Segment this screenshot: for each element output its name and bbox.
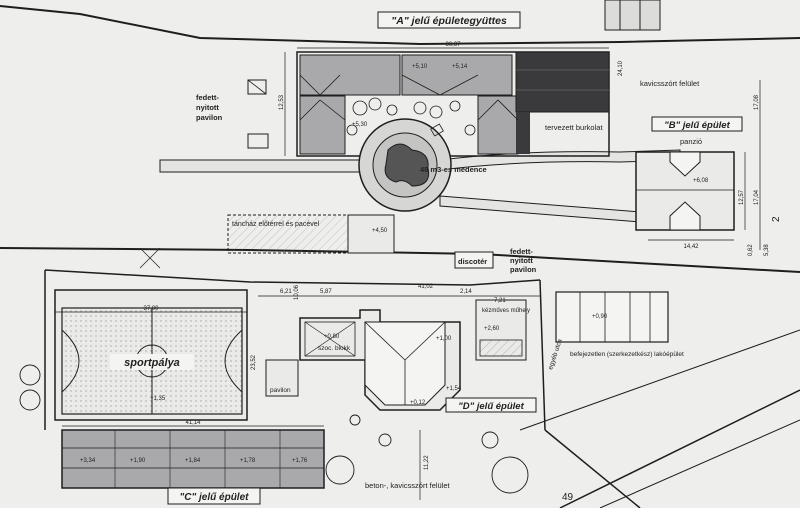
dim-c-l1: +3,34 [80, 458, 96, 464]
dim-a-width: 36,37 [445, 42, 461, 48]
dim-d-level2: +1,00 [436, 336, 452, 342]
dim-row-2-14: 2,14 [460, 289, 472, 295]
dim-util-level: +2,60 [484, 326, 500, 332]
dim-d-level3: +1,54 [446, 386, 462, 392]
label-terrace: szoc. blokk [318, 345, 351, 352]
disco-box [454, 251, 494, 269]
trees [19, 364, 529, 494]
dim-row-5-87: 5,87 [320, 289, 332, 295]
paving-area [515, 51, 610, 113]
dance-hall-annex [347, 214, 395, 254]
label-north-mark: 2 [771, 216, 782, 222]
label-c-building: "C" jelű épület [167, 487, 261, 505]
dance-hall [227, 214, 349, 254]
svg-text:"A" jelű épületegyüttes: "A" jelű épületegyüttes [391, 15, 507, 27]
label-pavilion-small: pavilon [270, 387, 291, 394]
road-edge-right [519, 329, 800, 431]
label-gravel-top: kavicsszórt felület [640, 79, 700, 88]
dim-row-10-06: 10,06 [294, 284, 300, 300]
plot-boundary-top [0, 5, 800, 46]
dim-a-right: 24,10 [618, 60, 624, 76]
dim-b-width: 14,42 [683, 244, 699, 250]
road-top-right [604, 0, 661, 31]
label-pavilion-mid-2: nyitott [510, 256, 533, 265]
dim-a-d3: +5,14 [452, 64, 468, 70]
residential-building [555, 291, 669, 343]
label-gravel-bottom: beton-, kavicsszórt felület [365, 481, 451, 490]
label-sports: sportpálya [110, 354, 194, 370]
label-residential: befejezetlen (szerkezetkész) lakóépület [570, 351, 684, 358]
dim-c-l4: +1,78 [240, 458, 256, 464]
building-d [299, 309, 461, 411]
dim-a-h2: 17,08 [754, 94, 760, 110]
dim-c-l3: +1,84 [185, 458, 201, 464]
dim-c-l2: +1,90 [130, 458, 146, 464]
pavilion-top [247, 79, 267, 95]
label-pavilion-top-2: nyitott [196, 103, 219, 112]
driveway-left [159, 159, 361, 173]
label-paved: tervezett burkolat [545, 123, 603, 132]
label-dancehall: táncház előtérrel és pacével [232, 221, 320, 228]
dim-res-level: +0,90 [592, 314, 608, 320]
label-utility: kézműves műhely [482, 308, 530, 314]
building-a-complex [296, 51, 610, 157]
dim-b-small: 5,38 [764, 244, 770, 256]
label-b-building: "B" jelű épület [651, 116, 743, 132]
building-b [635, 151, 735, 231]
dimension-lines [55, 47, 761, 500]
label-panzio: panzió [680, 137, 702, 146]
dim-a-h1: 12,53 [279, 94, 285, 110]
dim-row-6-21: 6,21 [280, 289, 292, 295]
label-pavilion-mid-1: fedett- [510, 247, 533, 256]
label-pavilion-top-1: fedett- [196, 93, 219, 102]
dim-d-level1: +0,80 [324, 334, 340, 340]
dim-sp-h: 23,52 [251, 354, 257, 370]
label-pavilion-top-3: pavilon [196, 113, 223, 122]
pavilion-small [265, 359, 299, 397]
label-d-building: "D" jelű épület [445, 397, 537, 413]
dim-bot-49: 49 [562, 492, 574, 503]
dim-b-small2: 0,62 [748, 244, 754, 256]
svg-text:"B" jelű épület: "B" jelű épület [664, 120, 730, 131]
label-pool: 48 m3-es medence [420, 165, 487, 174]
dim-bot-11-22: 11,22 [424, 455, 430, 470]
pavilion-top-2 [247, 133, 269, 149]
label-disco: discotér [458, 257, 487, 266]
label-pavilion-mid-3: pavilon [510, 265, 537, 274]
dim-a-d1: +5,30 [352, 122, 368, 128]
pool [384, 143, 430, 187]
dim-sp-width: 37,00 [143, 306, 159, 312]
dim-b-h1: 12,57 [739, 189, 745, 205]
dim-sp-level: +1,35 [150, 396, 166, 402]
dim-c-l5: +1,76 [292, 458, 308, 464]
dim-dance-level: +4,50 [372, 228, 388, 234]
lower-plot-boundary [44, 269, 541, 286]
label-a-complex: "A" jelű épületegyüttes [377, 11, 521, 29]
dim-b-level: +6,08 [693, 178, 709, 184]
dim-d-level4: +0,12 [410, 400, 426, 406]
dim-row-41-02: 41,02 [418, 284, 434, 290]
building-c [61, 429, 325, 489]
dim-c-width: 41,14 [185, 420, 201, 426]
dim-b-h2: 17,04 [754, 189, 760, 205]
dim-a-d2: +5,10 [412, 64, 428, 70]
svg-text:"D" jelű épület: "D" jelű épület [458, 401, 524, 412]
dim-row-7-21: 7,21 [494, 298, 506, 304]
svg-text:"C" jelű épület: "C" jelű épület [180, 492, 250, 503]
svg-text:sportpálya: sportpálya [124, 357, 180, 369]
pool-plaza [358, 118, 452, 212]
